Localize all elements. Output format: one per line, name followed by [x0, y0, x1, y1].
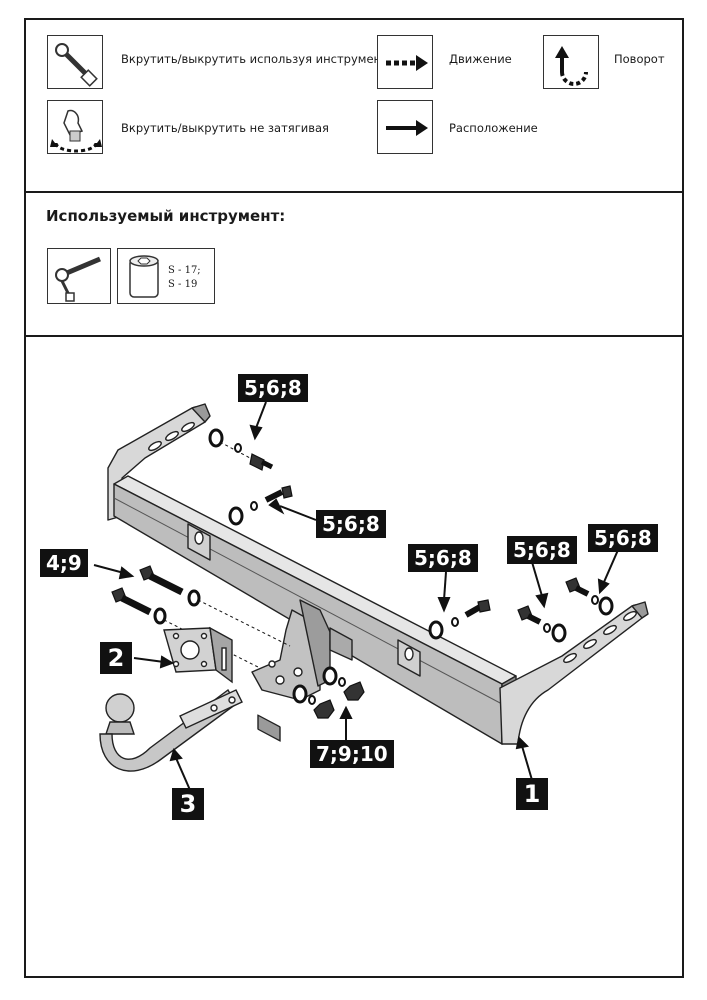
- socket-plate-part: [163, 626, 233, 684]
- callout-ball-bolts: 4;9: [40, 549, 88, 577]
- callout-top-bolt: 5;6;8: [238, 374, 308, 402]
- hand-tighten-label: Вкрутить/выкрутить не затягивая: [121, 121, 329, 135]
- hand-icon-box: [47, 100, 103, 154]
- part-number-crossbar: 1: [516, 778, 548, 810]
- solid-arrow-icon: [386, 120, 428, 136]
- page-frame: [24, 18, 684, 978]
- fastener-set-right-b: [565, 577, 614, 616]
- movement-icon-box: [377, 35, 433, 89]
- tools-title: Используемый инструмент:: [46, 207, 286, 225]
- rotation-label: Поворот: [614, 52, 665, 66]
- fastener-set-upper-left: [228, 485, 293, 526]
- wrench-tool-icon-box: [47, 35, 103, 89]
- leader-arrows: [93, 401, 619, 791]
- ratchet-wrench-icon: [55, 43, 98, 87]
- movement-label: Движение: [449, 52, 512, 66]
- fastener-set-mid: [428, 599, 491, 640]
- socket-size-17: S - 17;: [168, 265, 201, 276]
- fastener-set-right-a: [517, 605, 567, 643]
- ratchet-handle-icon: [55, 256, 101, 302]
- crossbar-assembly: [107, 403, 649, 745]
- wrench-tool-box: [47, 248, 111, 304]
- dashed-arrow-icon: [386, 55, 428, 71]
- callout-nuts: 7;9;10: [310, 740, 394, 768]
- fastener-set-nuts: [292, 666, 365, 719]
- callout-upper-left-bolt: 5;6;8: [316, 510, 386, 538]
- fastener-set-top: [208, 428, 274, 471]
- part-number-tow-ball: 3: [172, 788, 204, 820]
- rotation-arrow-icon: [555, 46, 588, 86]
- tools-divider: [24, 335, 684, 337]
- tighten-with-tool-label: Вкрутить/выкрутить используя инструмент: [121, 52, 388, 66]
- socket-tool-box: S - 17; S - 19: [117, 248, 215, 304]
- fastener-set-ball-bolts: [111, 565, 291, 669]
- socket-size-19: S - 19: [168, 279, 198, 290]
- hand-tighten-icon: [50, 109, 102, 153]
- rotation-icon-box: [543, 35, 599, 89]
- callout-right-bolt-a: 5;6;8: [507, 536, 577, 564]
- part-number-socket-plate: 2: [100, 642, 132, 674]
- callout-right-bolt-b: 5;6;8: [588, 524, 658, 552]
- position-icon-box: [377, 100, 433, 154]
- tow-ball-part: [99, 688, 243, 772]
- legend-divider: [24, 191, 684, 193]
- callout-mid-bolt: 5;6;8: [408, 544, 478, 572]
- socket-head-icon: [129, 255, 159, 298]
- position-label: Расположение: [449, 121, 538, 135]
